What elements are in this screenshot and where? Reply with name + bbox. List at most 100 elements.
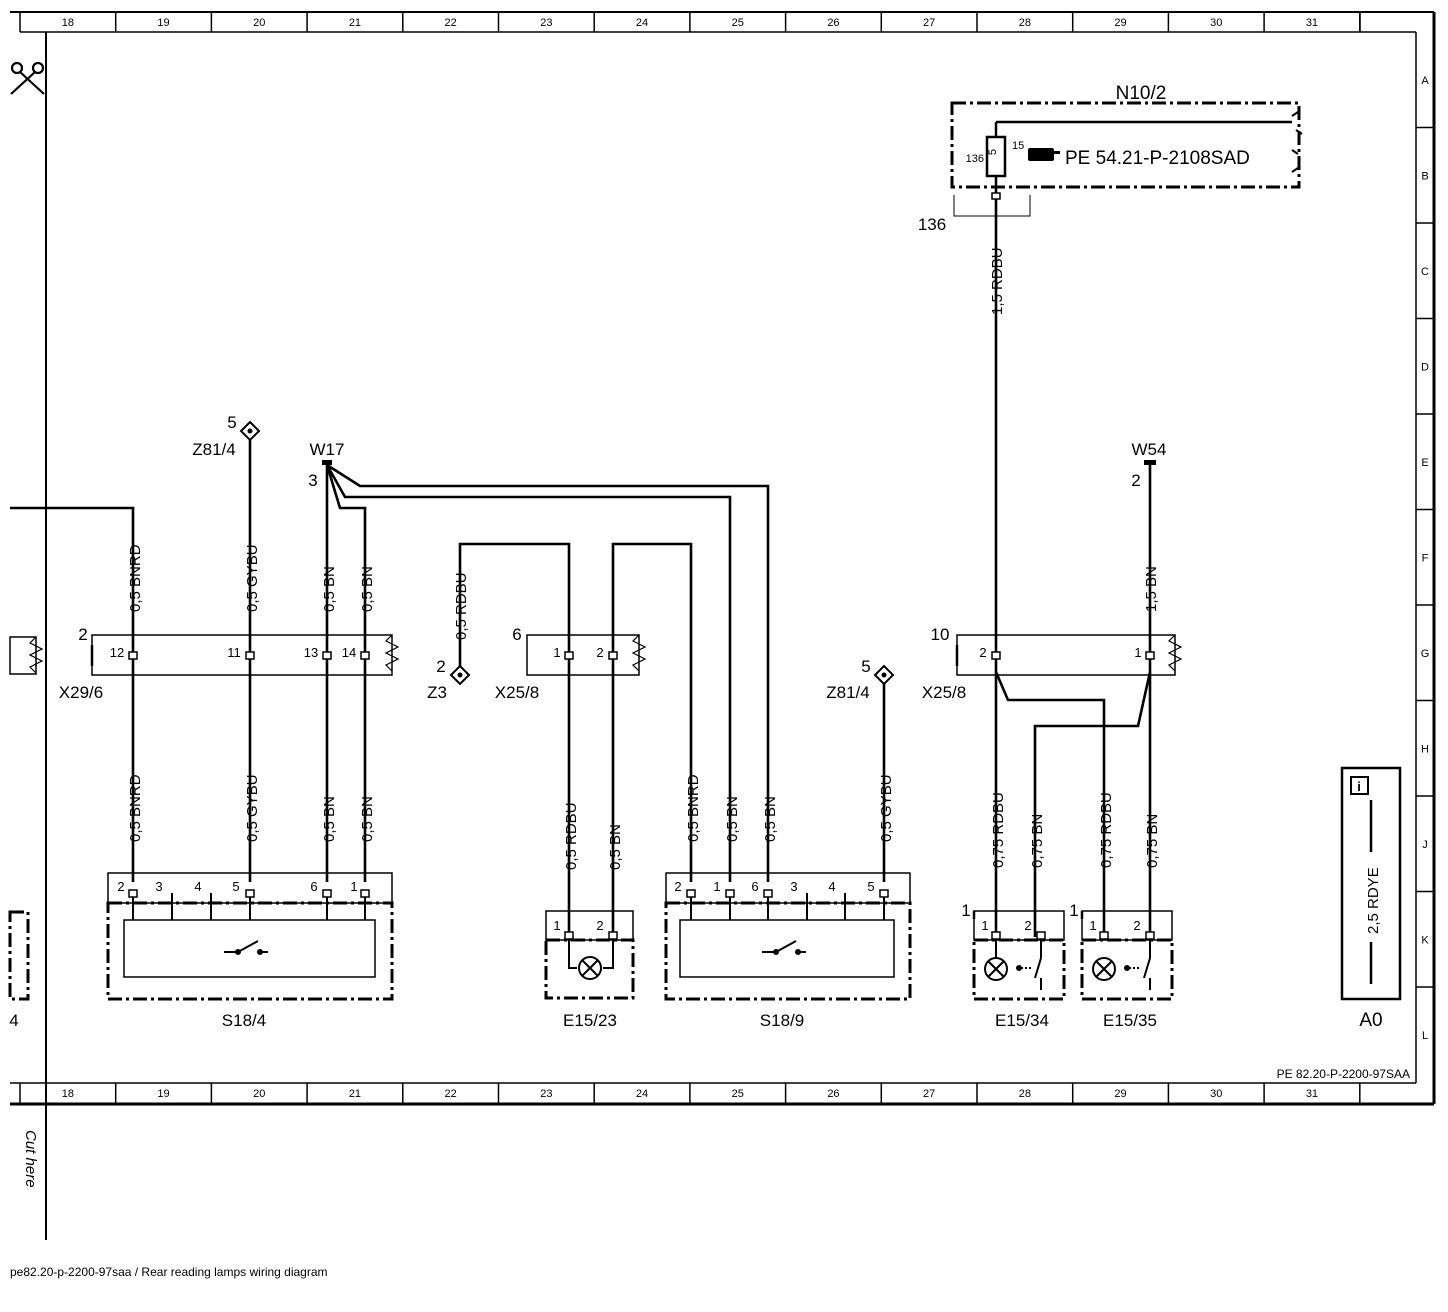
module-n10-2: N10/2 5 136 15 PE 54.21-P-2108SAD 136 xyxy=(918,83,1303,234)
wire-label-bn-bottom-2: 0,5 BN xyxy=(359,796,376,842)
row-label-G: G xyxy=(1421,648,1430,660)
row-label-F: F xyxy=(1422,552,1429,564)
splice-w54: W54 2 xyxy=(1131,440,1166,490)
svg-text:5: 5 xyxy=(227,413,236,432)
column-label-top-27: 27 xyxy=(923,17,935,29)
fuse-number: 5 xyxy=(987,149,999,155)
svg-text:1: 1 xyxy=(1069,901,1078,920)
splice-w17: W17 3 xyxy=(308,440,344,490)
svg-text:4: 4 xyxy=(828,879,835,894)
svg-text:X25/8: X25/8 xyxy=(495,683,539,702)
wire-label-bnrd-top: 0,5 BNRD xyxy=(127,544,144,612)
column-label-bottom-19: 19 xyxy=(157,1088,169,1100)
svg-text:5: 5 xyxy=(867,879,874,894)
column-label-top-29: 29 xyxy=(1114,17,1126,29)
wire-labels: 1,5 RDBU 0,5 BNRD 0,5 GYBU 0,5 BN 0,5 BN… xyxy=(127,247,1161,870)
row-label-K: K xyxy=(1421,934,1429,946)
door-switch-icon xyxy=(1124,940,1151,990)
wire-label-rdbu-075-a: 0,75 RDBU xyxy=(990,792,1007,868)
column-label-bottom-26: 26 xyxy=(827,1088,839,1100)
wire-label-bnrd-s189: 0,5 BNRD xyxy=(685,774,702,842)
svg-text:2: 2 xyxy=(596,645,603,660)
column-label-top-24: 24 xyxy=(636,17,648,29)
wire-label-rdbu-075-b: 0,75 RDBU xyxy=(1098,792,1115,868)
door-switch-icon xyxy=(1016,940,1042,990)
svg-text:1: 1 xyxy=(1089,918,1096,933)
row-label-D: D xyxy=(1421,361,1429,373)
svg-text:5: 5 xyxy=(861,657,870,676)
column-label-top-28: 28 xyxy=(1019,17,1031,29)
switch-symbol xyxy=(762,940,806,955)
fuse-symbol xyxy=(985,135,1007,178)
module-out-pin: 136 xyxy=(918,215,946,234)
svg-text:E15/34: E15/34 xyxy=(995,1011,1049,1030)
column-label-bottom-25: 25 xyxy=(732,1088,744,1100)
connector-x25-8-right: 10 X25/8 2 1 xyxy=(922,625,1183,702)
column-label-bottom-20: 20 xyxy=(253,1088,265,1100)
svg-text:5: 5 xyxy=(232,879,239,894)
lamp-e15-23: 1 2 E15/23 xyxy=(544,910,635,1030)
column-label-top-20: 20 xyxy=(253,17,265,29)
svg-text:S18/9: S18/9 xyxy=(760,1011,804,1030)
svg-text:2: 2 xyxy=(1133,918,1140,933)
connector-x25-8-middle: 6 X25/8 1 2 xyxy=(495,625,647,702)
svg-text:6: 6 xyxy=(512,625,521,644)
column-label-bottom-28: 28 xyxy=(1019,1088,1031,1100)
svg-text:2: 2 xyxy=(436,657,445,676)
module-reference: PE 54.21-P-2108SAD xyxy=(1065,148,1250,169)
svg-text:1: 1 xyxy=(1134,645,1141,660)
svg-text:2: 2 xyxy=(596,918,603,933)
svg-text:12: 12 xyxy=(110,645,124,660)
svg-text:W54: W54 xyxy=(1132,440,1167,459)
svg-text:Z81/4: Z81/4 xyxy=(826,683,869,702)
wire-label-rdbu-15: 1,5 RDBU xyxy=(989,247,1006,315)
column-dividers-bottom xyxy=(114,1083,1361,1104)
info-icon: i xyxy=(1350,776,1369,795)
column-dividers-top xyxy=(114,12,1361,32)
row-label-L: L xyxy=(1422,1030,1428,1042)
svg-text:1: 1 xyxy=(553,918,560,933)
svg-text:14: 14 xyxy=(342,645,356,660)
svg-text:2: 2 xyxy=(1024,918,1031,933)
row-label-E: E xyxy=(1421,457,1428,469)
svg-text:2: 2 xyxy=(117,879,124,894)
ground-z81-4-left: 5 Z81/4 xyxy=(192,413,261,459)
svg-text:1: 1 xyxy=(981,918,988,933)
page-caption: pe82.20-p-2200-97saa / Rear reading lamp… xyxy=(10,1265,328,1279)
svg-text:13: 13 xyxy=(304,645,318,660)
diagram-frame xyxy=(10,11,1436,1240)
column-label-bottom-31: 31 xyxy=(1306,1088,1318,1100)
column-label-bottom-27: 27 xyxy=(923,1088,935,1100)
svg-text:X29/6: X29/6 xyxy=(59,683,103,702)
column-label-top-18: 18 xyxy=(62,17,74,29)
ground-z81-4-right: 5 Z81/4 xyxy=(826,657,895,702)
svg-text:3: 3 xyxy=(790,879,797,894)
svg-text:1: 1 xyxy=(553,645,560,660)
switch-s18-9: 2 1 6 3 4 5 S18/9 xyxy=(664,872,912,1030)
row-label-C: C xyxy=(1421,266,1429,278)
left-fragment-label: 4 xyxy=(9,1011,18,1030)
wire-label-bn-075-b: 0,75 BN xyxy=(1144,814,1161,868)
wire-label-gybu-s189: 0,5 GYBU xyxy=(878,774,895,842)
lamp-icon xyxy=(578,956,602,980)
column-label-bottom-22: 22 xyxy=(445,1088,457,1100)
connector-x29-6: 2 X29/6 12 11 13 14 xyxy=(59,625,400,702)
svg-text:i: i xyxy=(1357,779,1361,794)
info-box-wire-label: 2,5 RDYE xyxy=(1365,867,1382,934)
column-label-top-19: 19 xyxy=(157,17,169,29)
row-dividers xyxy=(1416,126,1434,988)
wire-label-rdbu-e1523: 0,5 RDBU xyxy=(563,802,580,870)
svg-text:6: 6 xyxy=(310,879,317,894)
column-label-top-21: 21 xyxy=(349,17,361,29)
svg-text:X25/8: X25/8 xyxy=(922,683,966,702)
lamp-e15-34: 1 1 2 E15/34 xyxy=(961,901,1066,1030)
svg-text:2: 2 xyxy=(78,625,87,644)
svg-text:E15/35: E15/35 xyxy=(1103,1011,1157,1030)
wire-label-bn-top-1: 0,5 BN xyxy=(321,566,338,612)
svg-text:1: 1 xyxy=(713,879,720,894)
column-label-top-30: 30 xyxy=(1210,17,1222,29)
wire-label-bn-075-a: 0,75 BN xyxy=(1029,814,1046,868)
lamp-icon xyxy=(1092,957,1116,981)
pointing-hand-icon xyxy=(1028,148,1060,161)
